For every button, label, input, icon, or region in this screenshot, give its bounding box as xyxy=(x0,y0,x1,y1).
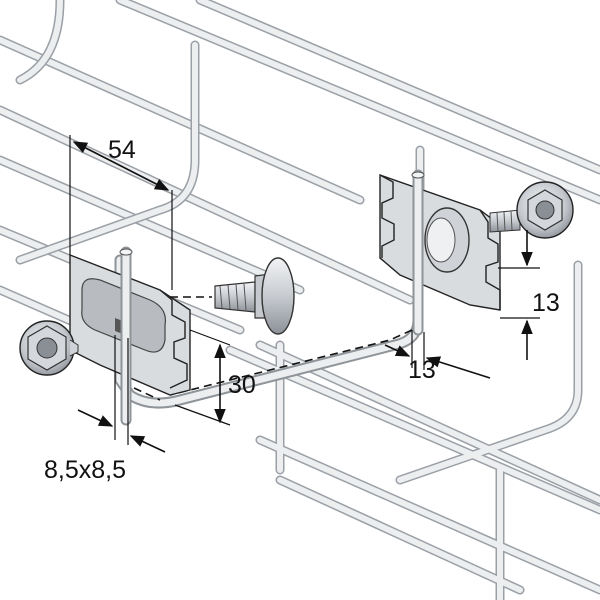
carriage-bolt xyxy=(170,257,295,335)
dim-54-label: 54 xyxy=(108,136,136,164)
right-vertical-wire xyxy=(411,169,425,336)
dim-13-vertical-label: 13 xyxy=(532,289,560,317)
dimension-30: 30 xyxy=(174,329,256,426)
dimension-54: 54 xyxy=(69,135,173,290)
right-clamp-plate xyxy=(379,174,501,311)
dim-30-label: 30 xyxy=(228,371,256,399)
left-vertical-wire xyxy=(119,246,133,426)
dimension-13-horizontal: 13 xyxy=(384,330,491,384)
dim-8-5-label: 8,5x8,5 xyxy=(44,456,126,484)
right-bolt-and-nut xyxy=(489,181,574,239)
left-flange-nut xyxy=(19,320,79,376)
wire-mesh-tray-rear xyxy=(0,0,600,365)
dimension-13-vertical: 13 xyxy=(498,230,560,360)
dim-13-horizontal-label: 13 xyxy=(408,356,436,384)
dimension-8-5: 8,5x8,5 xyxy=(44,335,166,484)
